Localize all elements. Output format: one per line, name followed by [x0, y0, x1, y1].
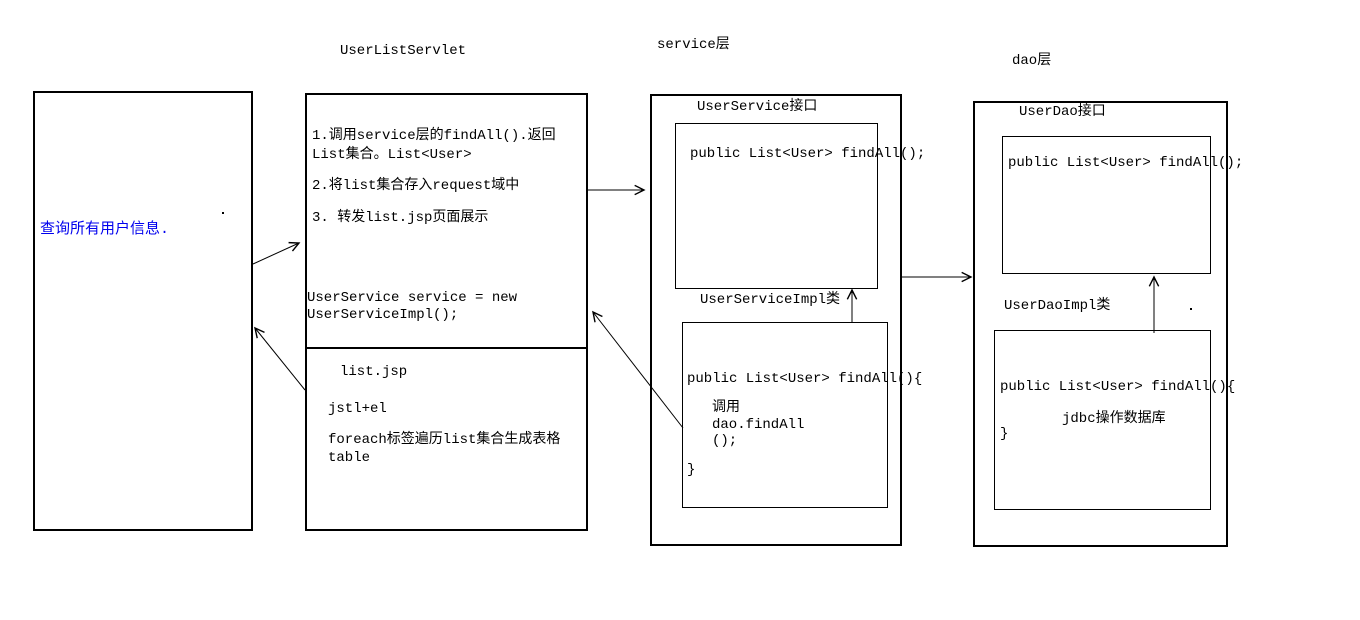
- dao-impl-code-line: jdbc操作数据库: [1062, 411, 1166, 427]
- servlet-title-label: UserListServlet: [340, 43, 467, 59]
- dao-impl-code-line: }: [1000, 426, 1009, 442]
- dao-layer-label: dao层: [1012, 53, 1052, 69]
- service-impl-code-line: 调用: [712, 400, 740, 416]
- dao-interface-code: public List<User> findAll();: [1008, 155, 1244, 171]
- jsp-title: list.jsp: [340, 364, 408, 380]
- stray-dot: [222, 212, 224, 214]
- service-layer-label: service层: [657, 37, 730, 53]
- servlet-box: [305, 93, 588, 531]
- request-box: [33, 91, 253, 531]
- service-impl-code-line: dao.findAll: [712, 417, 805, 433]
- servlet-step-1: 1.调用service层的findAll().返回List集合。List<Use…: [312, 128, 556, 163]
- servlet-step-3: 3. 转发list.jsp页面展示: [312, 210, 489, 226]
- servlet-box-divider: [305, 347, 588, 349]
- dao-impl-box: [994, 330, 1211, 510]
- arrow-request-to-servlet: [252, 241, 301, 265]
- service-impl-box: [682, 322, 888, 508]
- request-text: 查询所有用户信息.: [40, 221, 170, 238]
- service-interface-box: [675, 123, 878, 289]
- service-interface-code: public List<User> findAll();: [690, 146, 926, 162]
- service-interface-label: UserService接口: [697, 99, 818, 115]
- arrow-jsp-to-request: [254, 326, 306, 391]
- service-impl-label: UserServiceImpl类: [700, 292, 841, 308]
- dao-interface-box: [1002, 136, 1211, 274]
- service-impl-code-line: ();: [712, 433, 738, 449]
- dao-impl-label: UserDaoImpl类: [1004, 298, 1111, 314]
- jsp-line-foreach: foreach标签遍历list集合生成表格table: [328, 432, 561, 466]
- dao-impl-code-line: public List<User> findAll(){: [1000, 379, 1236, 395]
- stray-dot: [1190, 308, 1192, 310]
- service-impl-code-line: public List<User> findAll(){: [687, 371, 923, 387]
- service-impl-code-line: }: [687, 462, 696, 478]
- servlet-code: UserService service = new UserServiceImp…: [307, 290, 526, 323]
- servlet-step-2: 2.将list集合存入request域中: [312, 178, 520, 194]
- jsp-line-jstl: jstl+el: [328, 401, 387, 417]
- dao-interface-label: UserDao接口: [1019, 104, 1106, 120]
